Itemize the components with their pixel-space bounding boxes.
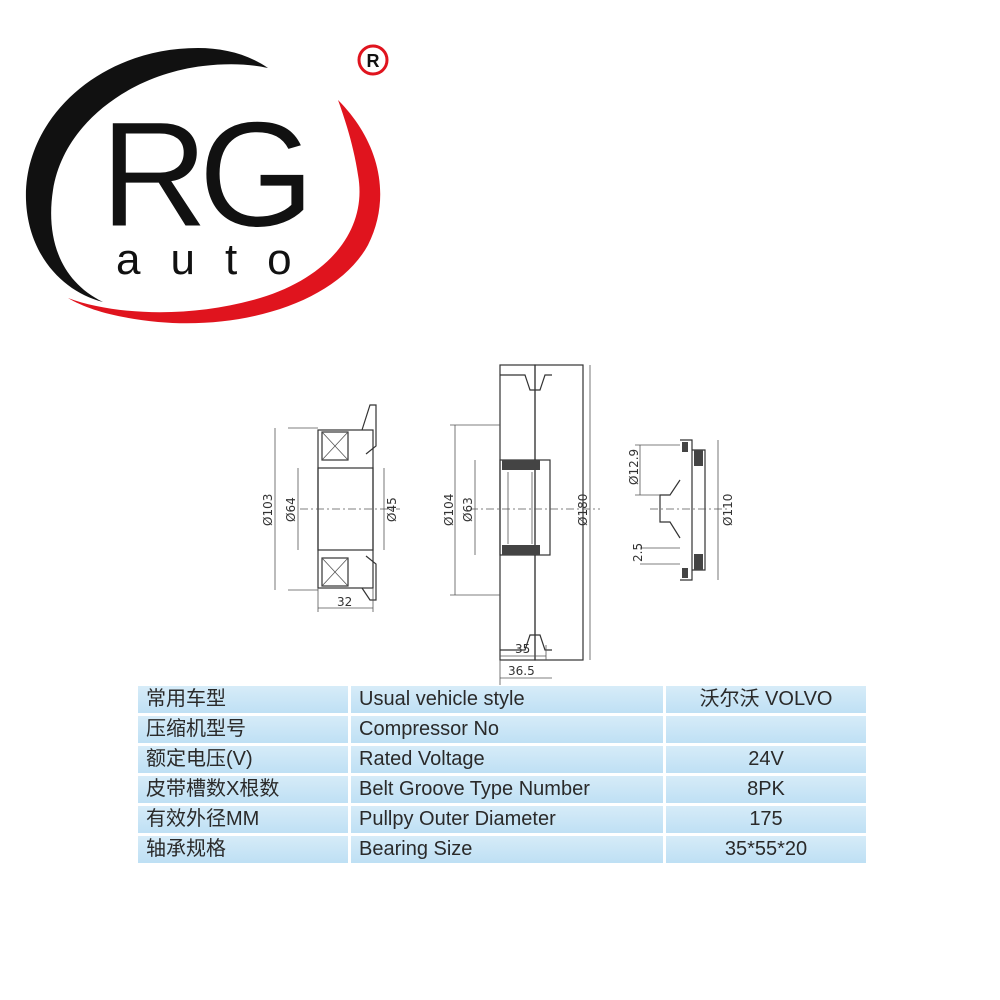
spec-table: 常用车型 Usual vehicle style 沃尔沃 VOLVO 压缩机型号… xyxy=(138,686,866,863)
row-cn-label: 轴承规格 xyxy=(138,833,350,863)
registered-mark xyxy=(357,44,389,76)
dim-outer-dia-2: Ø104 xyxy=(442,494,456,526)
table-row: 常用车型 Usual vehicle style 沃尔沃 VOLVO xyxy=(138,686,866,715)
row-en-label: Pullpy Outer Diameter xyxy=(348,803,665,835)
table-row: 有效外径MM Pullpy Outer Diameter 175 xyxy=(138,803,866,835)
dim-hub-dia-3: Ø12.9 xyxy=(627,449,641,485)
logo-letters: RG xyxy=(100,90,305,258)
logo-swoosh-dark xyxy=(25,48,268,302)
row-cn-label: 有效外径MM xyxy=(138,803,350,835)
dim-plate-dia-3: Ø110 xyxy=(721,494,735,526)
row-value: 24V xyxy=(663,743,866,775)
row-en-label: Compressor No xyxy=(348,713,665,745)
technical-drawing: Ø103 Ø64 Ø45 32 Ø104 Ø63 Ø180 35 36.5 xyxy=(261,364,735,685)
dim-width-1: 32 xyxy=(337,595,352,609)
part-2-pulley: Ø104 Ø63 Ø180 35 36.5 xyxy=(442,364,600,685)
dim-width-inner-2: 35 xyxy=(515,642,530,656)
row-en-label: Rated Voltage xyxy=(348,743,665,775)
row-value xyxy=(663,713,866,745)
dim-inner-dia-1: Ø64 xyxy=(284,497,298,522)
row-cn-label: 额定电压(V) xyxy=(138,743,350,775)
row-value: 175 xyxy=(663,803,866,835)
table-row: 额定电压(V) Rated Voltage 24V xyxy=(138,743,866,775)
rg-auto-logo: RG auto R xyxy=(25,44,389,324)
dim-outer-dia-1: Ø103 xyxy=(261,494,275,526)
part-1-coil: Ø103 Ø64 Ø45 32 xyxy=(261,404,400,612)
table-row: 压缩机型号 Compressor No xyxy=(138,713,866,745)
logo-sub: auto xyxy=(116,235,322,284)
part-3-hub: Ø12.9 2.5 Ø110 xyxy=(627,439,735,581)
row-value: 沃尔沃 VOLVO xyxy=(663,686,866,715)
dim-bore-dia-1: Ø45 xyxy=(385,497,399,522)
table-row: 皮带槽数X根数 Belt Groove Type Number 8PK xyxy=(138,773,866,805)
registered-letter: R xyxy=(367,51,380,71)
row-cn-label: 皮带槽数X根数 xyxy=(138,773,350,805)
row-en-label: Usual vehicle style xyxy=(348,686,665,715)
row-en-label: Belt Groove Type Number xyxy=(348,773,665,805)
row-cn-label: 压缩机型号 xyxy=(138,713,350,745)
dim-width-outer-2: 36.5 xyxy=(508,664,535,678)
row-en-label: Bearing Size xyxy=(348,833,665,863)
row-value: 35*55*20 xyxy=(663,833,866,863)
dim-pulley-dia-2: Ø180 xyxy=(576,494,590,526)
row-cn-label: 常用车型 xyxy=(146,688,226,710)
dim-offset-3: 2.5 xyxy=(631,543,645,562)
table-row: 轴承规格 Bearing Size 35*55*20 xyxy=(138,833,866,863)
row-value: 8PK xyxy=(663,773,866,805)
dim-bearing-dia-2: Ø63 xyxy=(461,497,475,522)
logo-swoosh-red xyxy=(68,100,381,324)
